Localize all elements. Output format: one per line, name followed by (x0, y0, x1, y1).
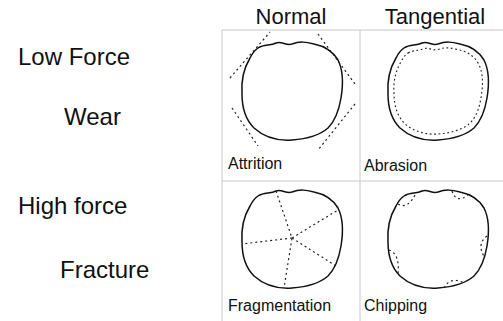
cell-label: Fragmentation (228, 297, 331, 315)
particle-outline (242, 42, 343, 140)
fracture-line (292, 238, 336, 266)
wear-line (232, 108, 258, 146)
particle-outline (388, 190, 489, 288)
chip-line (481, 236, 487, 258)
chipping-particle (388, 190, 489, 288)
chip-line (389, 250, 398, 274)
particle-outline (388, 42, 489, 140)
row-header: High force (18, 192, 127, 220)
grid-line (222, 30, 223, 321)
fragmentation-particle (242, 190, 343, 288)
grid-line (222, 181, 503, 182)
particle-outline (242, 190, 343, 288)
abrasion-contour (394, 48, 483, 134)
column-header: Tangential (385, 4, 485, 29)
abrasion-particle (388, 42, 489, 140)
fracture-line (292, 210, 338, 238)
cell-label: Abrasion (364, 157, 427, 175)
fracture-line (276, 191, 292, 288)
grid-line (222, 30, 503, 31)
wear-line (230, 32, 270, 78)
grid-line (360, 30, 361, 321)
attrition-particle (230, 32, 355, 150)
row-header: Wear (64, 103, 121, 131)
chip-line (444, 280, 464, 288)
column-header: Normal (256, 4, 327, 29)
fracture-line (242, 238, 292, 244)
table-grid (222, 30, 503, 321)
wear-line (318, 104, 355, 150)
row-header: Fracture (60, 256, 149, 284)
wear-line (318, 34, 355, 84)
row-header: Low Force (18, 43, 130, 71)
chip-line (452, 191, 468, 199)
chip-line (398, 193, 416, 206)
cell-label: Attrition (228, 155, 282, 173)
cell-label: Chipping (364, 297, 427, 315)
